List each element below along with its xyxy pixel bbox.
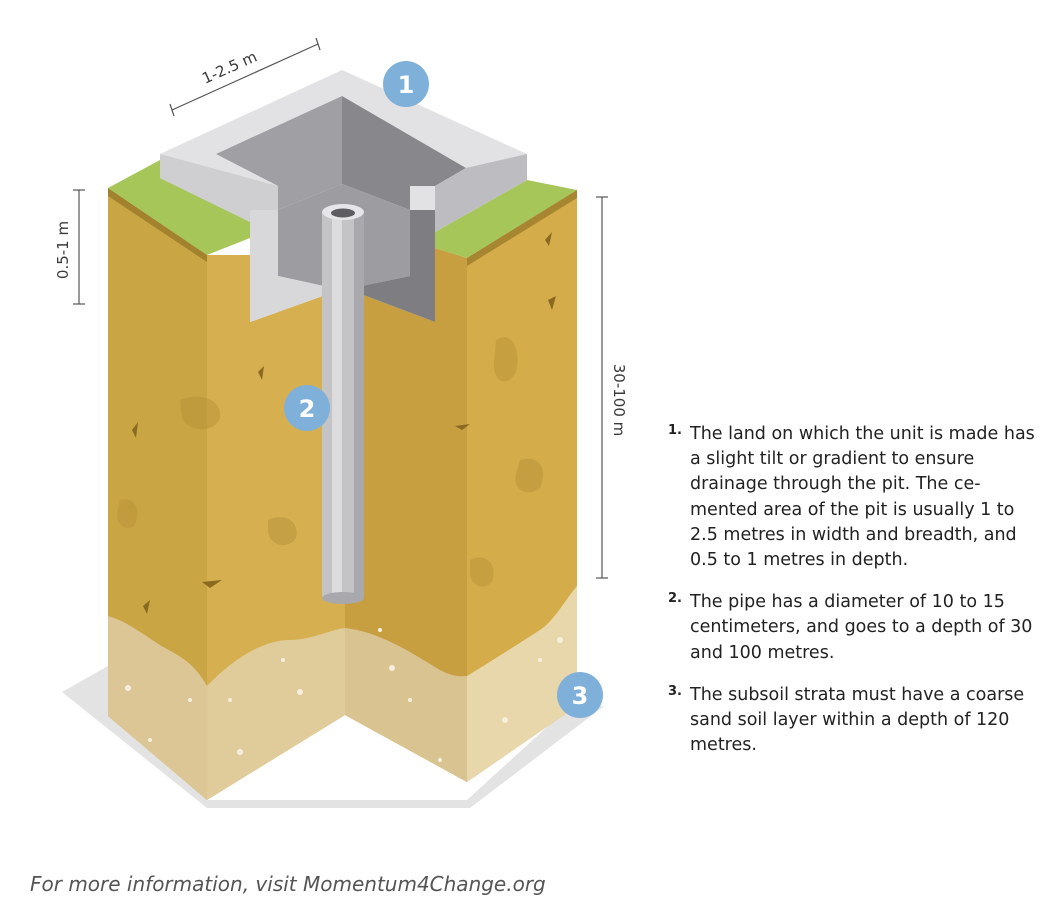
sand-left-face [108,616,207,800]
soil-texture [117,337,544,587]
pit-cut-left [250,210,345,322]
pit-inner-back-wall [342,96,466,210]
pit-rim-side-left [160,154,278,222]
note-1-text: The land on which the unit is made has a… [690,424,1035,571]
grass-left-edge [108,188,207,262]
sand-front-right-face [345,628,467,782]
note-2-text: The pipe has a diameter of 10 to 15 cent… [690,592,1033,663]
svg-text:1: 1 [398,71,415,99]
note-3-text: The subsoil strata must have a coarse sa… [690,684,1025,756]
sand-pebbles [125,628,563,762]
footer-more-info: For more information, visit Momentum4Cha… [30,872,546,896]
sand-front-face [207,628,345,800]
pit-inner-left-wall [216,96,342,210]
pipe-shade [354,212,364,598]
pipe-opening [331,208,355,218]
pipe-depth-dimension-label: 30-100 m [610,364,628,437]
pipe-depth-dimension-line [596,196,608,579]
note-1: 1. The land on which the unit is made ha… [668,422,1038,573]
note-3: 3. The subsoil strata must have a coarse… [668,683,1038,759]
pipe-highlight [332,212,342,598]
badge-2: 2 [284,385,330,431]
pit-depth-dimension-line [73,189,85,305]
note-2-number: 2. [668,591,682,607]
badge-3: 3 [557,672,603,718]
notes-list: 1. The land on which the unit is made ha… [668,422,1038,775]
badge-1: 1 [383,61,429,107]
svg-text:3: 3 [572,682,589,710]
pit-rim-side-right [435,154,527,232]
svg-text:2: 2 [299,395,316,423]
sand-right-face [467,586,577,782]
note-2: 2. The pipe has a diameter of 10 to 15 c… [668,590,1038,666]
grass-right-edge [467,190,577,266]
soil-pebbles [132,232,556,614]
note-1-number: 1. [668,423,682,438]
note-3-number: 3. [668,683,682,699]
width-dimension-line [169,37,321,117]
width-dimension-label: 1-2.5 m [199,48,259,88]
grass-right [435,180,577,258]
pipe-bottom [322,592,364,604]
pit-depth-dimension-label: 0.5-1 m [54,221,72,279]
pit-cut-right [342,210,435,322]
grass-left [108,160,250,255]
